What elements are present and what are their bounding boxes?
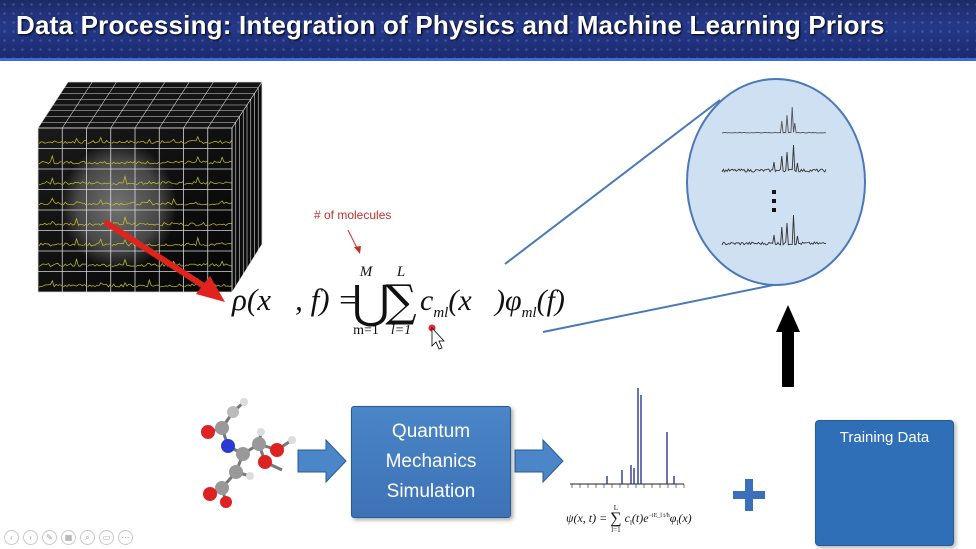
- prev-icon[interactable]: ‹: [4, 530, 19, 545]
- union-upper: M: [359, 264, 373, 280]
- training-data-box: Training Data: [815, 420, 954, 546]
- annotation-arrow: [347, 229, 361, 254]
- psi-sum-lower: l=1: [611, 526, 621, 534]
- plus-sign: [733, 479, 765, 511]
- psi-arg: (x): [678, 510, 692, 525]
- simulation-line-1: Quantum: [391, 421, 471, 442]
- union-lower: m=1: [353, 323, 379, 338]
- flow-arrow-2: [514, 438, 564, 484]
- sum-upper: L: [396, 264, 406, 280]
- union-operator: M ⋃ m=1: [352, 264, 390, 338]
- density-equation: ρ(x⃗, f) =: [232, 282, 358, 318]
- title-pattern: [0, 0, 976, 58]
- molecule-model: [201, 398, 296, 508]
- psi-exp-base: (t)e: [631, 510, 649, 525]
- options-icon[interactable]: ⋯: [118, 530, 133, 545]
- basis-symbol: (x⃗)φ: [448, 284, 522, 317]
- black-up-arrow: [776, 305, 800, 387]
- equation-rhs: cml(x⃗)φml(f): [420, 284, 565, 322]
- coefficient-subscript: ml: [433, 305, 449, 321]
- frequency-arg: (f): [536, 284, 565, 317]
- red-arrow: [103, 219, 225, 302]
- wavefunction-equation: ψ(x, t) = L ∑ l=1 cl(t)e−iE_l t/ħφl(x): [566, 504, 692, 534]
- psi-basis: φ: [669, 510, 677, 525]
- spectral-data-cube: [37, 81, 263, 293]
- slide-title-bar: Data Processing: Integration of Physics …: [0, 0, 976, 61]
- psi-basis-sub: l: [676, 519, 679, 528]
- psi-sum: L ∑ l=1: [610, 504, 622, 534]
- simulation-line-3: Simulation: [386, 481, 476, 502]
- spectra-zoom-circle: [686, 78, 866, 286]
- flow-arrow-1: [297, 438, 347, 484]
- zoom-line-bottom: [542, 281, 789, 333]
- slideshow-toolbar: ‹ › ✎ ▦ ⌕ ▭ ⋯: [4, 530, 133, 546]
- brain-image: [60, 141, 176, 269]
- training-data-title: Training Data: [839, 429, 930, 446]
- molecules-annotation: # of molecules: [314, 208, 392, 222]
- psi-exponent: −iE_l t/ħ: [648, 512, 670, 519]
- basis-subscript: ml: [521, 305, 537, 321]
- zoom-icon[interactable]: ⌕: [80, 530, 95, 545]
- sum-operator: L ∑ l=1: [383, 264, 419, 339]
- psi-sum-upper: L: [613, 504, 619, 512]
- simulated-spectrum: [570, 388, 685, 488]
- next-icon[interactable]: ›: [23, 530, 38, 545]
- quantum-simulation-box: Quantum Mechanics Simulation: [351, 406, 511, 518]
- menu-icon[interactable]: ▭: [99, 530, 114, 545]
- pen-icon[interactable]: ✎: [42, 530, 57, 545]
- slide-title: Data Processing: Integration of Physics …: [16, 10, 885, 40]
- psi-coef: c: [624, 510, 630, 525]
- psi-lhs: ψ(x, t) =: [566, 510, 608, 525]
- mouse-cursor: [428, 324, 445, 350]
- equation-lhs: ρ(x⃗, f) =: [232, 282, 359, 317]
- simulation-line-2: Mechanics: [385, 451, 477, 472]
- coefficient-symbol: c: [420, 284, 434, 317]
- sum-lower: l=1: [390, 323, 412, 338]
- psi-coef-sub: l: [629, 519, 632, 528]
- zoom-line-top: [504, 99, 721, 265]
- slides-icon[interactable]: ▦: [61, 530, 76, 545]
